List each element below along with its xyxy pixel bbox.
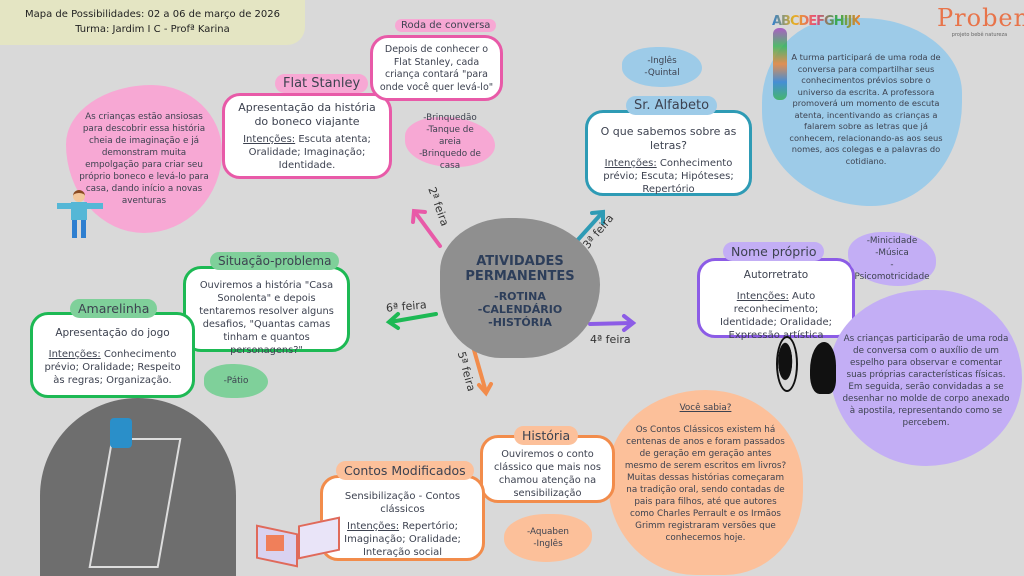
center-permanent-activities: ATIVIDADES PERMANENTES -ROTINA -CALENDÁR…: [440, 218, 600, 358]
situacao-problema-card: Ouviremos a história "Casa Sonolenta" e …: [183, 266, 350, 356]
historia-label: História: [514, 426, 579, 445]
alfa-places-blob: -Inglês-Quintal: [622, 47, 702, 87]
contos-places-blob: -Aquaben-Inglês: [504, 514, 592, 562]
alfa-note-blob: A turma participará de uma roda de conve…: [762, 18, 962, 206]
sr-alfabeto-label: Sr. Alfabeto: [626, 96, 718, 115]
open-book-icon: [256, 515, 340, 569]
amarelinha-label: Amarelinha: [70, 299, 158, 318]
roda-conversa-card: Depois de conhecer o Flat Stanley, cada …: [370, 35, 503, 101]
silhouette-icon: [810, 342, 836, 394]
situacao-problema-label: Situação-problema: [210, 252, 340, 270]
arrow-tuesday: [573, 209, 605, 245]
nome-proprio-label: Nome próprio: [723, 242, 825, 261]
contos-modificados-card: Sensibilização - Contos clássicos Intenç…: [320, 475, 485, 561]
nome-note-blob: As crianças participarão de uma roda de …: [830, 290, 1022, 466]
hopscotch-photo: [40, 398, 236, 576]
arrow-thursday: [472, 348, 493, 397]
header-class: Turma: Jardim I C - Profª Karina: [75, 24, 230, 35]
arrow-monday: [411, 208, 442, 248]
flat-stanley-card: Apresentação da história do boneco viaja…: [222, 93, 392, 179]
flat-stanley-label: Flat Stanley: [275, 74, 369, 93]
label-wednesday: 4ª feira: [590, 333, 631, 346]
alphabet-letters-icon: ABCDEFGHIJK: [772, 14, 861, 29]
flat-stanley-title: Apresentação da história do boneco viaja…: [238, 101, 376, 128]
mirror-icon: [776, 336, 798, 392]
nome-places-blob: -Minicidade-Música-Psicomotricidade: [848, 232, 936, 286]
header-title: Mapa de Possibilidades: 02 a 06 de março…: [25, 9, 280, 20]
amarelinha-places-blob: -Pátio: [204, 364, 268, 398]
voce-sabia-title: Você sabia?: [679, 403, 732, 413]
intent-label: Intenções:: [243, 134, 296, 145]
historia-card: Ouviremos o conto clássico que mais nos …: [480, 435, 615, 503]
arrow-friday: [385, 312, 438, 330]
nome-proprio-card: Autorretrato Intenções: Auto reconhecime…: [697, 258, 855, 341]
amarelinha-card: Apresentação do jogo Intenções: Conhecim…: [30, 312, 195, 398]
flat-places-blob: -Brinquedão-Tanque de areia-Brinquedo de…: [405, 113, 495, 171]
header-panel: Mapa de Possibilidades: 02 a 06 de março…: [0, 0, 305, 45]
arrow-wednesday: [588, 314, 637, 332]
proben-logo: Proben projeto bebê natureza: [937, 4, 1024, 38]
sr-alfabeto-card: O que sabemos sobre as letras? Intenções…: [585, 110, 752, 196]
contos-modificados-label: Contos Modificados: [336, 461, 474, 480]
child-figure-icon: [55, 190, 105, 242]
alphabet-letters-column-icon: [773, 28, 787, 100]
roda-conversa-label: Roda de conversa: [395, 19, 497, 32]
voce-sabia-blob: Você sabia? Os Contos Clássicos existem …: [608, 390, 803, 575]
